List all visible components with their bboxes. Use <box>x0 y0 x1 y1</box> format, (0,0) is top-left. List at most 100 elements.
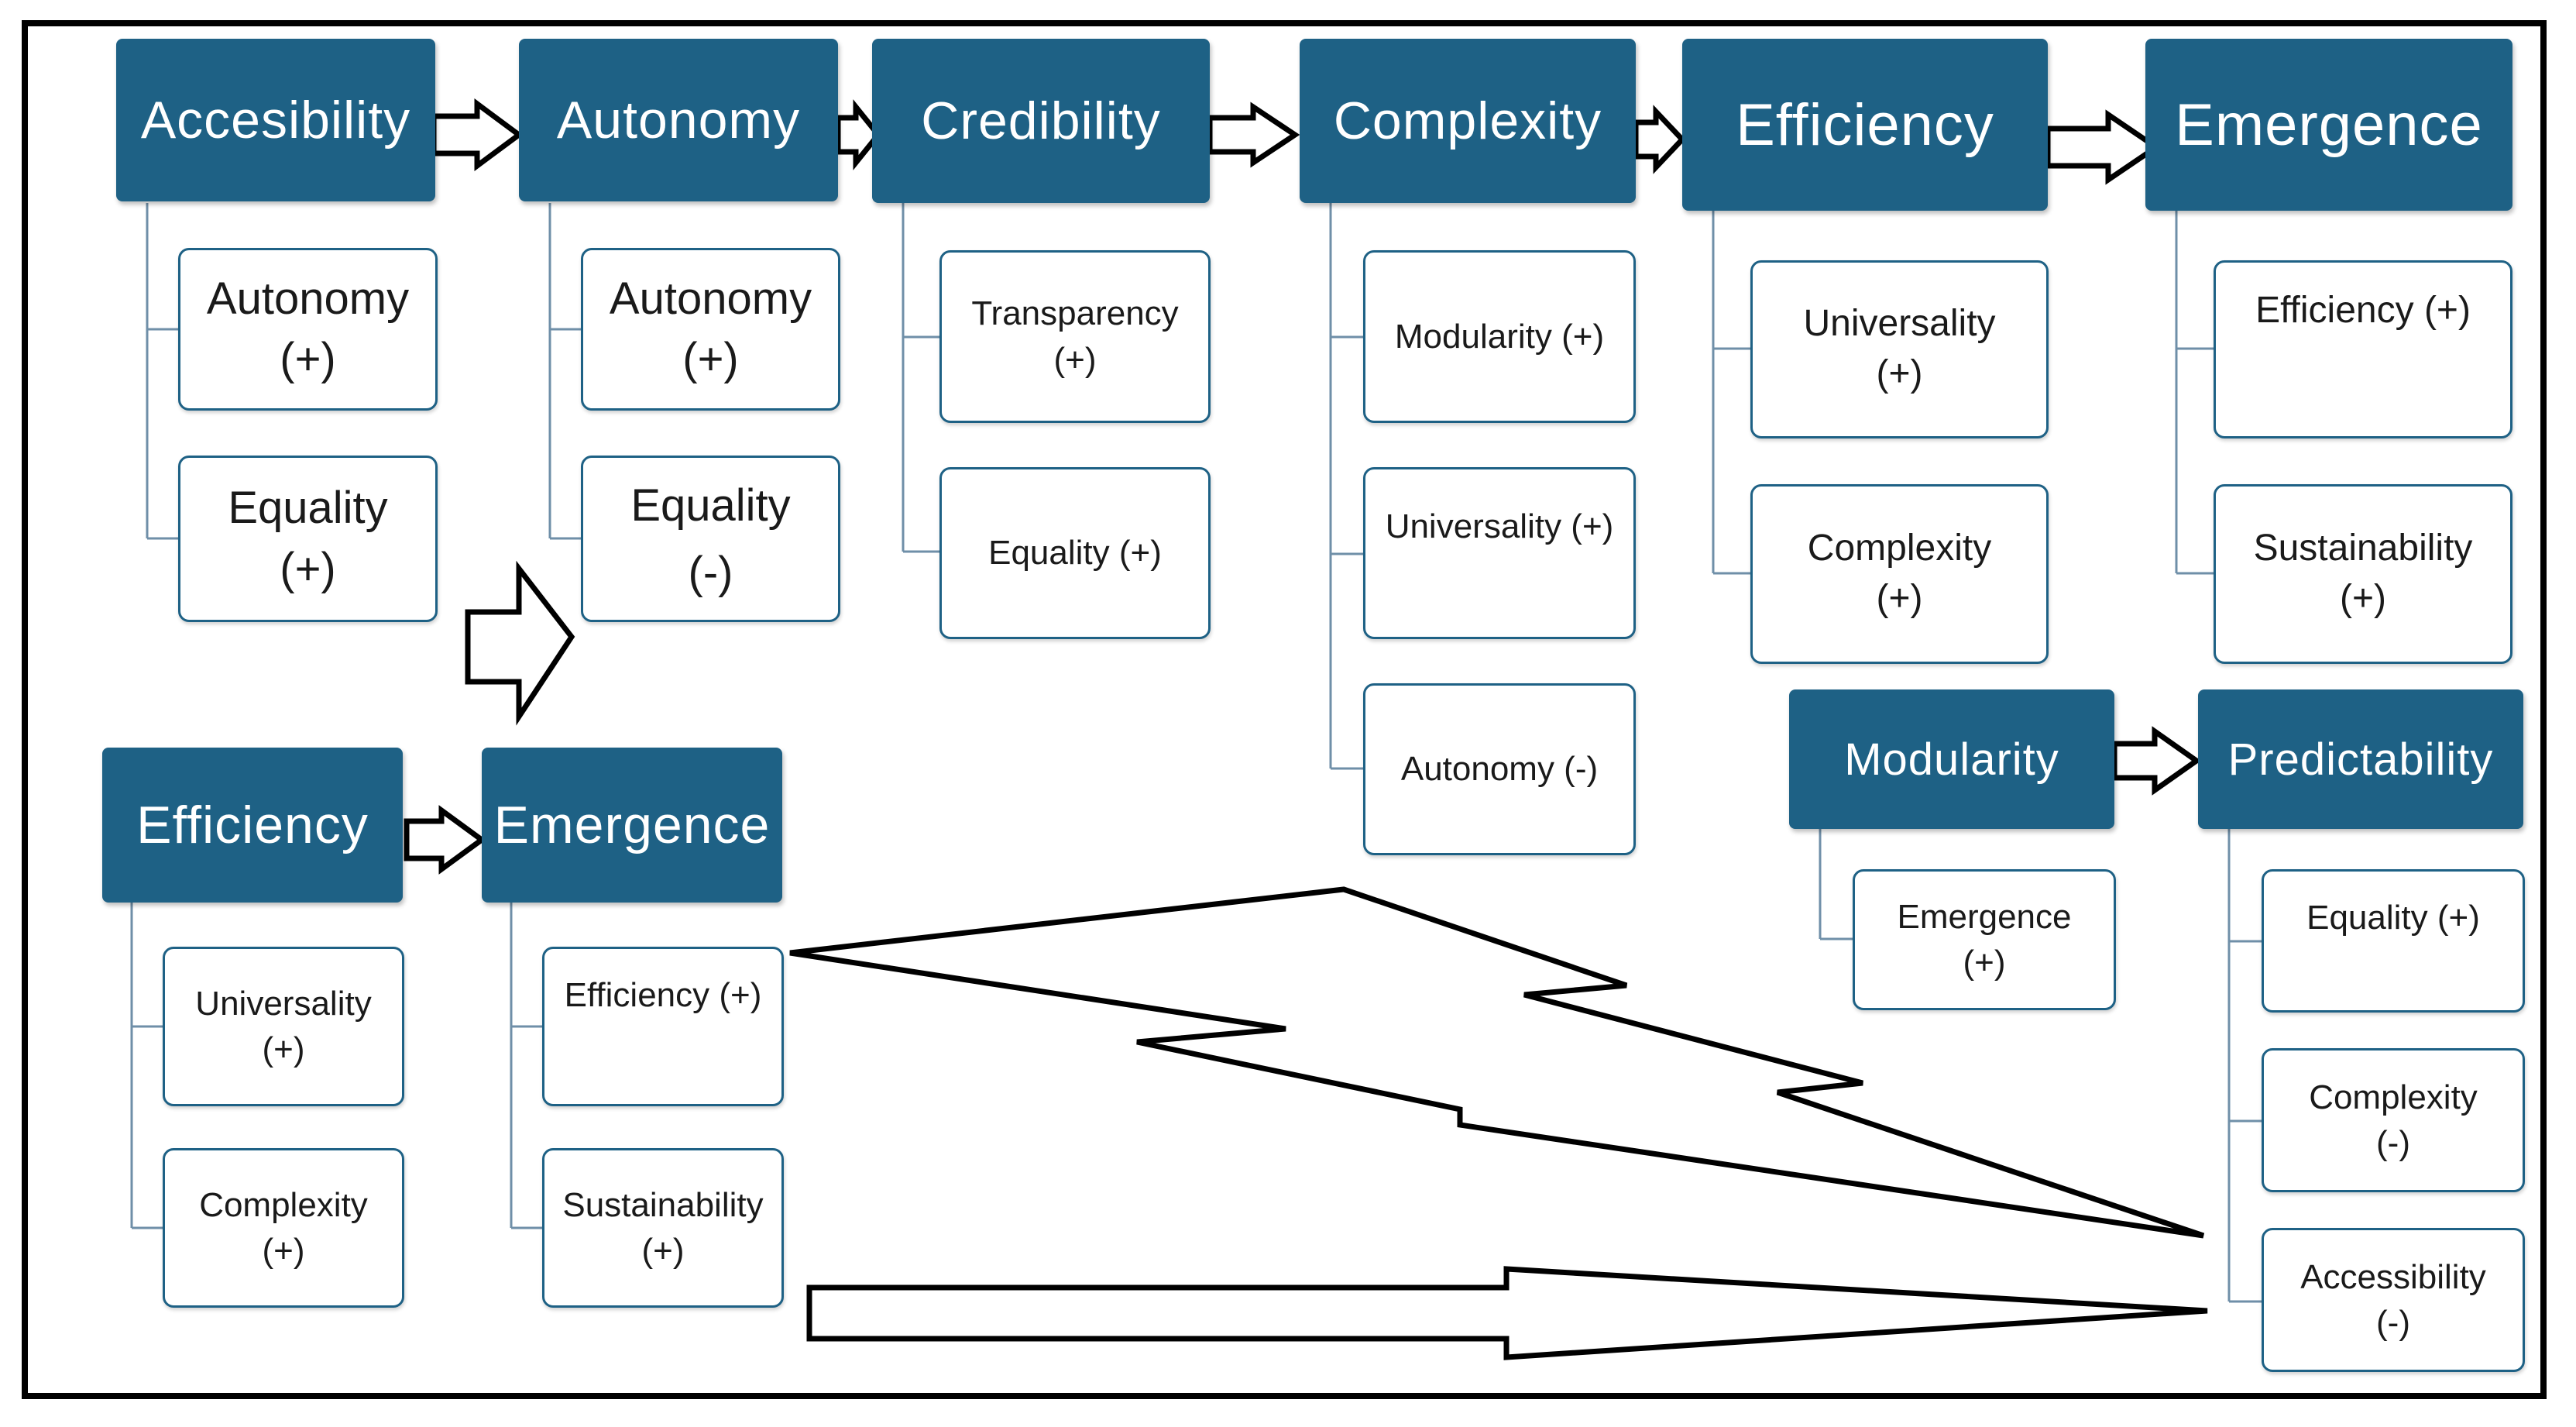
connector-complexity <box>1329 203 1363 770</box>
child-sign: (+) <box>1053 340 1097 379</box>
child-complexity-modularity: Modularity (+) <box>1363 250 1636 423</box>
diagram-frame <box>22 20 2547 1399</box>
connector-lines <box>130 203 2262 1303</box>
connector-emergence-bottom <box>510 903 542 1229</box>
child-name: Sustainability <box>562 1185 764 1224</box>
node-predictability-label: Predictability <box>2227 734 2494 785</box>
flow-arrow-complexity-efficiency <box>1633 105 1686 174</box>
node-modularity: Modularity <box>1789 689 2114 829</box>
child-autonomy-autonomy: Autonomy (+) <box>581 248 840 411</box>
child-name: Efficiency (+) <box>2255 290 2471 331</box>
child-name: Emergence <box>1897 897 2072 936</box>
connector-credibility <box>902 203 939 553</box>
child-sign: (-) <box>688 547 733 598</box>
child-emergence-top-efficiency: Efficiency (+) <box>2214 260 2512 438</box>
node-emergence-bottom-label: Emergence <box>493 796 771 854</box>
child-name: Equality <box>630 480 791 531</box>
flow-arrows <box>404 98 2208 1360</box>
child-credibility-transparency: Transparency (+) <box>939 250 1211 423</box>
child-predictability-complexity: Complexity (-) <box>2262 1048 2525 1192</box>
connector-accesibility <box>146 203 178 540</box>
child-name: Modularity (+) <box>1394 317 1605 356</box>
child-name: Universality (+) <box>1385 507 1614 545</box>
child-complexity-universality: Universality (+) <box>1363 467 1636 639</box>
child-name: Autonomy <box>206 273 410 324</box>
node-modularity-label: Modularity <box>1844 734 2059 785</box>
flow-arrow-autonomy-credibility <box>835 99 882 170</box>
child-name: Efficiency (+) <box>564 976 762 1014</box>
child-name: Accessibility <box>2300 1257 2486 1296</box>
child-accesibility-autonomy: Autonomy (+) <box>178 248 438 411</box>
child-name: Universality <box>195 984 372 1023</box>
child-sign: (+) <box>1876 353 1923 394</box>
child-efficiency-bottom-complexity: Complexity (+) <box>163 1148 404 1308</box>
node-autonomy: Autonomy <box>519 39 838 201</box>
flow-arrow-efficiency-emergence <box>2045 109 2162 185</box>
child-name: Universality <box>1803 303 1996 345</box>
child-predictability-equality: Equality (+) <box>2262 869 2525 1013</box>
child-complexity-autonomy: Autonomy (-) <box>1363 683 1636 855</box>
connector-modularity <box>1819 829 1853 940</box>
node-efficiency-bottom-label: Efficiency <box>136 796 369 854</box>
child-name: Equality (+) <box>2306 899 2480 937</box>
child-sign: (+) <box>1963 944 2006 982</box>
child-sign: (+) <box>280 543 336 594</box>
child-efficiency-top-universality: Universality (+) <box>1750 260 2049 438</box>
child-sign: (-) <box>2376 1304 2410 1342</box>
child-sign: (-) <box>2376 1124 2410 1162</box>
child-sign: (+) <box>641 1232 685 1270</box>
flow-arrow-efficiency-emergence-bottom <box>404 805 486 875</box>
child-name: Equality <box>228 483 388 534</box>
child-efficiency-bottom-universality: Universality (+) <box>163 947 404 1106</box>
node-complexity: Complexity <box>1300 39 1636 203</box>
connector-predictability <box>2227 829 2262 1303</box>
child-sign: (+) <box>262 1232 305 1270</box>
child-name: Complexity <box>1807 528 1992 569</box>
child-sign: (+) <box>1876 578 1923 619</box>
child-predictability-accessibility: Accessibility (-) <box>2262 1228 2525 1372</box>
child-emergence-bottom-sustainability: Sustainability (+) <box>542 1148 784 1308</box>
child-emergence-bottom-efficiency: Efficiency (+) <box>542 947 784 1106</box>
child-name: Autonomy <box>609 273 812 324</box>
child-name: Transparency <box>971 294 1179 333</box>
child-name: Complexity <box>2309 1078 2478 1116</box>
node-emergence-top: Emergence <box>2145 39 2512 211</box>
node-efficiency-top-label: Efficiency <box>1736 91 1994 158</box>
child-emergence-top-sustainability: Sustainability (+) <box>2214 484 2512 664</box>
flow-arrow-accesibility-autonomy <box>431 98 524 171</box>
child-autonomy-equality: Autonomy Equality (-) <box>581 456 840 622</box>
child-sign: (+) <box>2340 578 2386 619</box>
child-sign: (+) <box>280 334 336 384</box>
flow-arrow-down-right <box>465 560 575 726</box>
flow-arrow-credibility-complexity <box>1207 101 1300 168</box>
node-emergence-top-label: Emergence <box>2175 91 2483 158</box>
connector-efficiency-bottom <box>130 903 163 1229</box>
child-accesibility-equality: Equality (+) <box>178 456 438 622</box>
child-sign: (+) <box>682 334 739 384</box>
child-sign: (+) <box>262 1030 305 1068</box>
child-name: Sustainability <box>2253 528 2473 569</box>
connector-emergence-top <box>2175 211 2214 575</box>
node-efficiency-bottom: Efficiency <box>102 748 403 903</box>
node-accesibility: Accesibility <box>116 39 435 201</box>
node-efficiency-top: Efficiency <box>1682 39 2048 211</box>
flow-arrow-modularity-predictability <box>2111 726 2202 796</box>
child-efficiency-top-complexity: Complexity (+) <box>1750 484 2049 664</box>
node-complexity-label: Complexity <box>1333 91 1602 150</box>
child-modularity-emergence: Emergence (+) <box>1853 869 2116 1010</box>
node-emergence-bottom: Emergence <box>482 748 782 903</box>
child-credibility-equality: Equality (+) <box>939 467 1211 639</box>
node-credibility: Credibility <box>872 39 1210 203</box>
node-accesibility-label: Accesibility <box>140 91 411 150</box>
connector-efficiency-top <box>1712 211 1750 575</box>
node-autonomy-label: Autonomy <box>556 91 801 150</box>
node-credibility-label: Credibility <box>921 91 1161 150</box>
lightning-bolt <box>789 886 2205 1239</box>
child-name: Equality (+) <box>988 534 1162 573</box>
connector-autonomy <box>548 203 581 540</box>
child-name: Autonomy (-) <box>1400 750 1599 789</box>
node-predictability: Predictability <box>2198 689 2523 829</box>
child-name: Complexity <box>199 1185 368 1224</box>
